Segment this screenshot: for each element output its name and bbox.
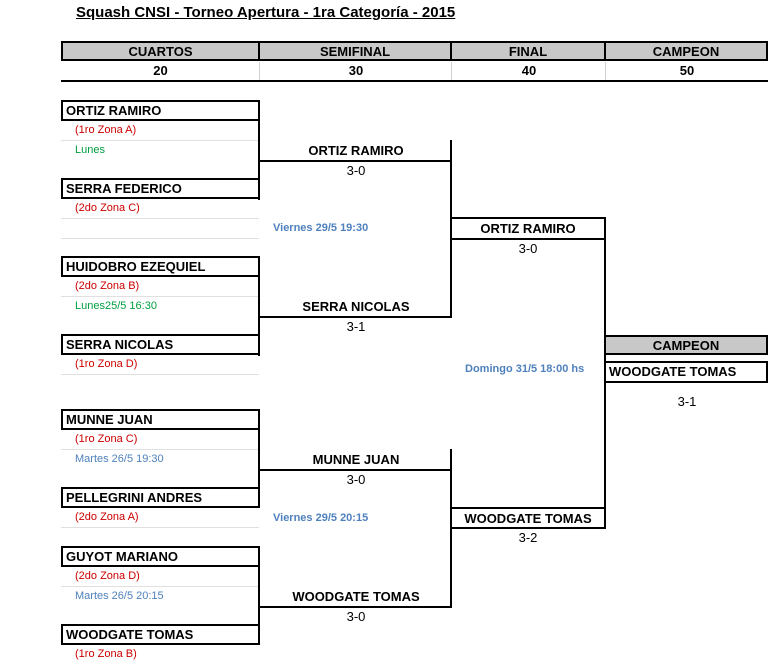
bracket-line [450, 217, 606, 219]
cuartos-zone-3: (2do Zona B) [75, 280, 140, 292]
grid-line [61, 296, 259, 297]
cuartos-zone-8: (1ro Zona B) [75, 648, 137, 660]
bracket-line [258, 316, 452, 318]
cuartos-note-7: Martes 26/5 20:15 [75, 590, 164, 602]
points-semifinal: 30 [260, 62, 452, 82]
points-cuartos: 20 [61, 62, 260, 82]
cuartos-player-8: WOODGATE TOMAS [61, 624, 260, 645]
cuartos-zone-1: (1ro Zona A) [75, 124, 137, 136]
semi-date-1: Viernes 29/5 19:30 [273, 222, 369, 234]
bracket-line [258, 606, 452, 608]
final-winner-1: ORTIZ RAMIRO [480, 221, 576, 236]
header-semifinal: SEMIFINAL [258, 41, 452, 61]
semi-score-3: 3-0 [346, 472, 366, 487]
bracket-line [258, 428, 260, 508]
points-divider [259, 62, 260, 80]
bracket-line [258, 565, 260, 645]
bracket-line [258, 160, 452, 162]
semi-score-4: 3-0 [346, 609, 366, 624]
bracket-line [450, 507, 606, 509]
cuartos-player-1: ORTIZ RAMIRO [61, 100, 260, 121]
champion-header: CAMPEON [604, 335, 768, 355]
grid-line [61, 218, 259, 219]
final-score-1: 3-0 [518, 241, 538, 256]
semi-winner-1: ORTIZ RAMIRO [308, 143, 404, 158]
points-final: 40 [452, 62, 606, 82]
cuartos-note-3: Lunes25/5 16:30 [75, 300, 157, 312]
points-divider [451, 62, 452, 80]
grid-line [61, 140, 259, 141]
bracket-line [450, 527, 606, 529]
cuartos-zone-2: (2do Zona C) [75, 202, 140, 214]
champion-score: 3-1 [677, 394, 697, 409]
bracket-line [258, 275, 260, 356]
cuartos-zone-7: (2do Zona D) [75, 570, 140, 582]
points-campeon: 50 [606, 62, 768, 82]
cuartos-note-1: Lunes [75, 144, 105, 156]
cuartos-player-2: SERRA FEDERICO [61, 178, 260, 199]
final-score-2: 3-2 [518, 530, 538, 545]
page-title: Squash CNSI - Torneo Apertura - 1ra Cate… [76, 4, 456, 21]
semi-date-2: Viernes 29/5 20:15 [273, 512, 369, 524]
bracket-line [450, 140, 452, 318]
cuartos-player-6: PELLEGRINI ANDRES [61, 487, 260, 508]
bracket-line [258, 469, 452, 471]
semi-winner-3: MUNNE JUAN [312, 452, 400, 467]
semi-winner-2: SERRA NICOLAS [302, 299, 410, 314]
grid-line [61, 449, 259, 450]
final-winner-2: WOODGATE TOMAS [464, 511, 592, 526]
grid-line [61, 527, 259, 528]
cuartos-player-5: MUNNE JUAN [61, 409, 260, 430]
final-date: Domingo 31/5 18:00 hs [465, 363, 585, 375]
cuartos-zone-5: (1ro Zona C) [75, 433, 138, 445]
header-final: FINAL [450, 41, 606, 61]
semi-score-1: 3-0 [346, 163, 366, 178]
grid-line [61, 374, 259, 375]
header-cuartos: CUARTOS [61, 41, 260, 61]
bracket-line [450, 238, 606, 240]
points-divider [605, 62, 606, 80]
cuartos-zone-6: (2do Zona A) [75, 511, 139, 523]
semi-winner-4: WOODGATE TOMAS [292, 589, 420, 604]
grid-line [61, 238, 259, 239]
champion-name: WOODGATE TOMAS [604, 361, 768, 383]
cuartos-player-7: GUYOT MARIANO [61, 546, 260, 567]
cuartos-zone-4: (1ro Zona D) [75, 358, 138, 370]
cuartos-player-3: HUIDOBRO EZEQUIEL [61, 256, 260, 277]
cuartos-note-5: Martes 26/5 19:30 [75, 453, 164, 465]
header-campeon: CAMPEON [604, 41, 768, 61]
cuartos-player-4: SERRA NICOLAS [61, 334, 260, 355]
grid-line [61, 586, 259, 587]
bracket-line [258, 119, 260, 200]
semi-score-2: 3-1 [346, 319, 366, 334]
